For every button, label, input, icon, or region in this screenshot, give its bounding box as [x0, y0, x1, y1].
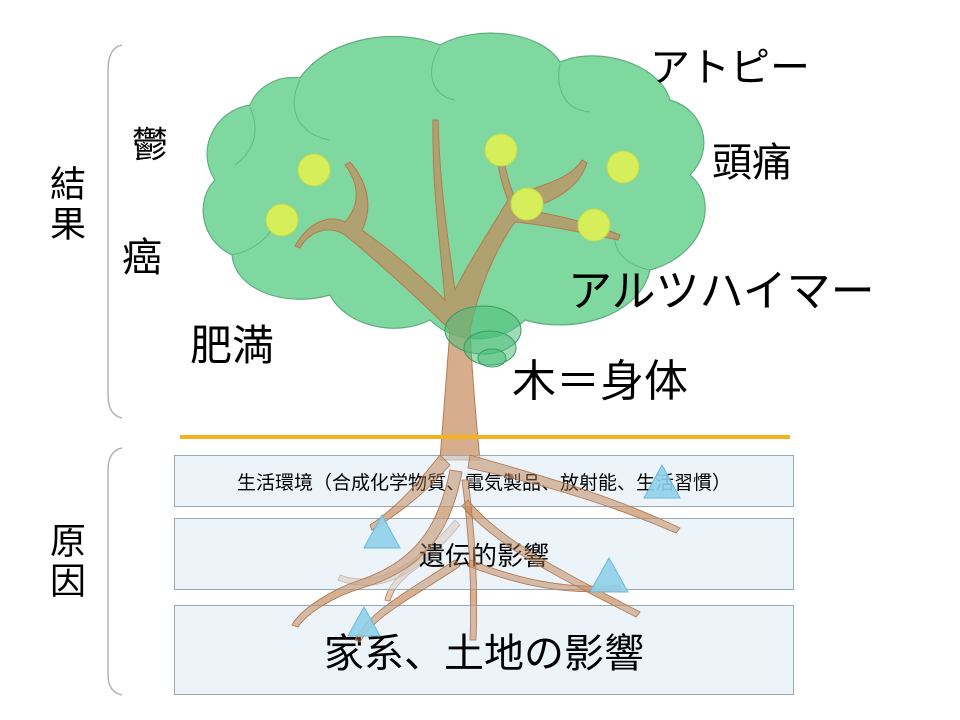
cause-box-environment: 生活環境（合成化学物質、電気製品、放射能、生活習慣）	[174, 455, 794, 507]
cause-box-genetic: 遺伝的影響	[174, 518, 794, 590]
cause-lineage-text: 家系、土地の影響	[324, 631, 644, 677]
trunk-knot	[444, 305, 522, 368]
fruit	[577, 208, 611, 242]
fruit	[265, 203, 299, 237]
result-alzheimer: アルツハイマー	[568, 266, 875, 317]
tree-fruits	[265, 133, 640, 242]
result-atopy: アトピー	[650, 45, 810, 91]
cause-bracket	[107, 447, 123, 696]
cause-box-lineage: 家系、土地の影響	[174, 605, 794, 695]
result-bracket	[107, 44, 123, 419]
cause-label: 原因	[44, 522, 85, 602]
cause-genetic-text: 遺伝的影響	[418, 541, 549, 572]
fruit	[510, 187, 544, 221]
fruit	[484, 133, 518, 167]
result-depression: 鬱	[132, 125, 169, 166]
result-headache: 頭痛	[712, 140, 792, 186]
fruit	[297, 153, 331, 187]
tree-body-label: 木＝身体	[512, 356, 688, 407]
result-label: 結果	[44, 165, 85, 245]
cause-environment-text: 生活環境（合成化学物質、電気製品、放射能、生活習慣）	[236, 471, 731, 494]
result-obesity: 肥満	[190, 321, 275, 370]
fruit	[606, 150, 640, 184]
result-cancer: 癌	[122, 235, 162, 281]
